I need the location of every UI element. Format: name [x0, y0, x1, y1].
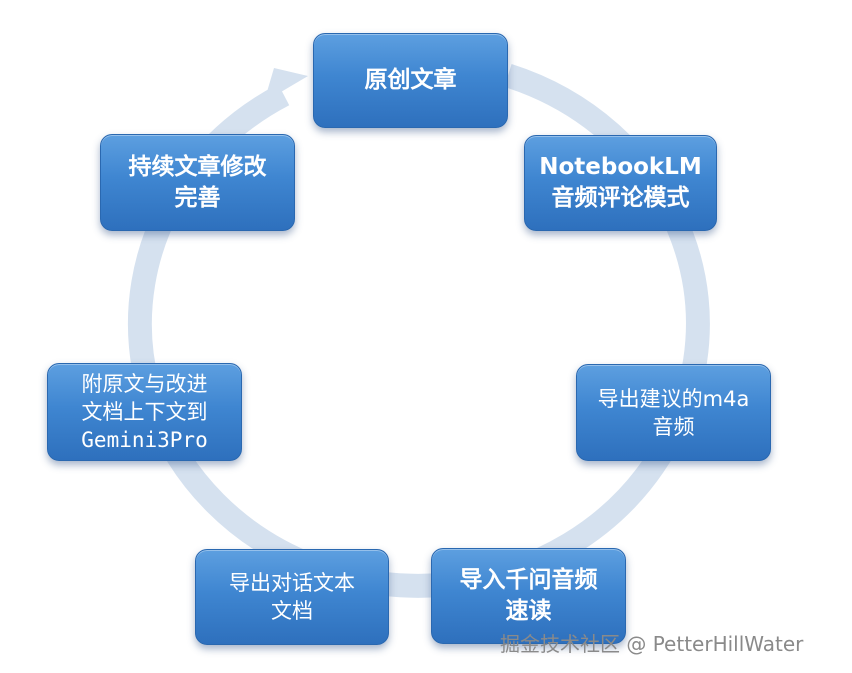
node-line: 文档上下文到	[81, 400, 208, 424]
node-line: NotebookLM	[539, 154, 702, 180]
node-line: 导入千问音频	[459, 567, 598, 593]
node-line: 原创文章	[364, 67, 457, 93]
node-context-to-gemini: 附原文与改进 文档上下文到 Gemini3Pro	[47, 363, 242, 461]
cycle-arrowhead-icon	[264, 68, 308, 102]
node-line: 持续文章修改	[128, 153, 267, 180]
node-line: 导出对话文本	[229, 571, 355, 595]
watermark: 掘金技术社区 @ PetterHillWater	[500, 632, 804, 656]
node-line: 导出建议的m4a	[597, 386, 750, 411]
node-line: 速读	[505, 598, 552, 624]
node-line: 音频评论模式	[551, 185, 690, 211]
node-line: 附原文与改进	[81, 372, 208, 396]
node-line: Gemini3Pro	[81, 428, 208, 452]
node-line: 音频	[652, 414, 695, 439]
node-line: 文档	[271, 599, 313, 623]
node-line: 完善	[174, 184, 221, 211]
node-export-m4a-audio: 导出建议的m4a 音频	[576, 364, 771, 461]
node-continuous-revision: 持续文章修改 完善	[100, 134, 295, 231]
node-import-qianwen-speed-read: 导入千问音频 速读	[431, 548, 626, 644]
node-original-article: 原创文章	[313, 33, 508, 128]
node-export-dialogue-text: 导出对话文本 文档	[195, 549, 389, 645]
node-notebooklm-audio-review: NotebookLM 音频评论模式	[524, 135, 717, 231]
